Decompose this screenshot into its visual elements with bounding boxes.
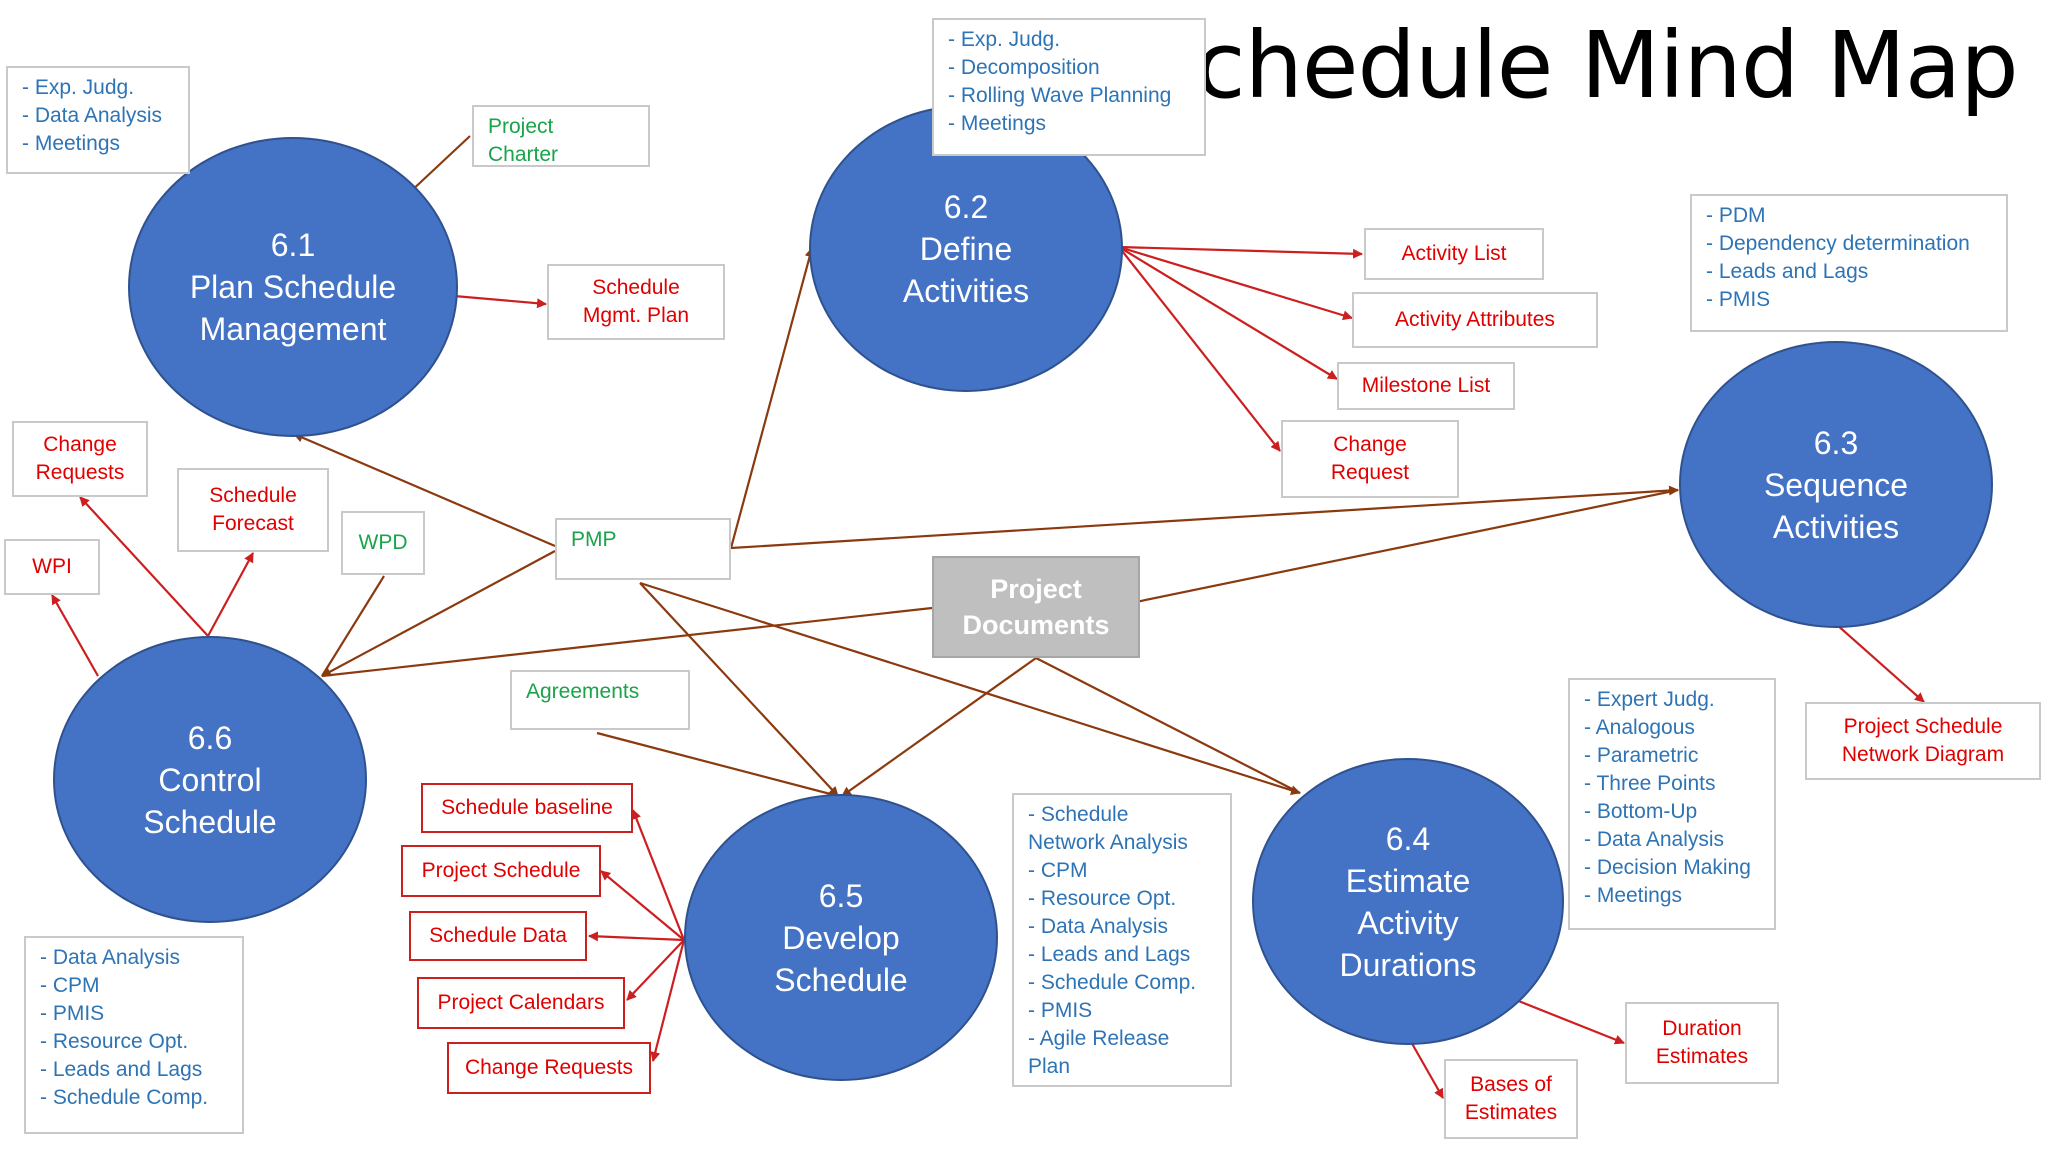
link-6-4-to-duration-estimates bbox=[1515, 998, 1625, 1045]
output-change-requests-6-5: Change Requests bbox=[447, 1042, 651, 1094]
link-pmp-to-6-2 bbox=[729, 247, 815, 549]
output-project-schedule-network-diagram: Project Schedule Network Diagram bbox=[1805, 702, 2041, 780]
process-name: Estimate Activity Durations bbox=[1339, 862, 1477, 983]
link-projdocs-to-6-5 bbox=[841, 657, 1037, 797]
link-projdocs-to-6-3 bbox=[1135, 488, 1679, 604]
tools-6-5: - Schedule Network Analysis - CPM - Reso… bbox=[1012, 793, 1232, 1087]
process-6-6-control-schedule: 6.6 Control Schedule bbox=[53, 636, 367, 923]
tools-6-4: - Expert Judg. - Analogous - Parametric … bbox=[1568, 678, 1776, 930]
process-number: 6.6 bbox=[187, 719, 233, 756]
process-number: 6.4 bbox=[1385, 820, 1431, 857]
output-bases-of-estimates: Bases of Estimates bbox=[1444, 1059, 1578, 1139]
link-6-5-to-project-schedule bbox=[600, 870, 685, 941]
link-projdocs-to-6-4 bbox=[1035, 657, 1301, 794]
link-6-2-to-change-request bbox=[1118, 246, 1281, 452]
output-activity-attributes: Activity Attributes bbox=[1352, 292, 1598, 348]
input-wpd: WPD bbox=[341, 511, 425, 575]
process-name: Sequence Activities bbox=[1763, 466, 1909, 545]
link-6-4-to-bases-of-estimates bbox=[1409, 1039, 1444, 1099]
link-6-5-to-project-calendars bbox=[626, 939, 685, 1001]
output-project-schedule: Project Schedule bbox=[401, 845, 601, 897]
output-milestone-list: Milestone List bbox=[1337, 362, 1515, 410]
link-6-6-to-wpi bbox=[51, 594, 99, 677]
link-charter-to-6-1 bbox=[407, 135, 471, 195]
input-project-documents: Project Documents bbox=[932, 556, 1140, 658]
link-6-1-to-schedule-mgmt-plan bbox=[453, 294, 547, 309]
process-6-4-estimate-activity-durations: 6.4 Estimate Activity Durations bbox=[1252, 758, 1564, 1045]
link-projdocs-to-6-6 bbox=[321, 606, 933, 678]
link-6-2-to-activity-attributes bbox=[1118, 245, 1353, 321]
output-activity-list: Activity List bbox=[1364, 228, 1544, 280]
link-6-2-to-milestone-list bbox=[1118, 246, 1338, 380]
input-pmp: PMP bbox=[555, 518, 731, 580]
link-6-2-to-activity-list bbox=[1118, 245, 1363, 259]
link-6-5-to-change-requests bbox=[650, 939, 686, 1062]
input-project-charter: Project Charter bbox=[472, 105, 650, 167]
process-name: Develop Schedule bbox=[774, 919, 908, 998]
output-change-request: Change Request bbox=[1281, 420, 1459, 498]
process-6-1-plan-schedule-management: 6.1 Plan Schedule Management bbox=[128, 137, 458, 437]
process-6-5-develop-schedule: 6.5 Develop Schedule bbox=[684, 794, 998, 1081]
tools-6-6: - Data Analysis - CPM - PMIS - Resource … bbox=[24, 936, 244, 1134]
process-6-3-sequence-activities: 6.3 Sequence Activities bbox=[1679, 341, 1993, 628]
link-pmp-to-6-5 bbox=[639, 582, 839, 797]
tools-6-3: - PDM - Dependency determination - Leads… bbox=[1690, 194, 2008, 332]
page-title: chedule Mind Map bbox=[1195, 12, 2019, 119]
link-pmp-to-6-3 bbox=[730, 485, 1679, 550]
link-6-6-to-change-requests bbox=[79, 496, 209, 637]
process-number: 6.5 bbox=[818, 877, 864, 914]
tools-6-1: - Exp. Judg. - Data Analysis - Meetings bbox=[6, 66, 190, 174]
process-number: 6.2 bbox=[943, 188, 989, 225]
process-name: Control Schedule bbox=[143, 761, 277, 840]
link-6-5-to-schedule-data bbox=[588, 931, 685, 942]
link-agreements-to-6-5 bbox=[596, 731, 839, 798]
output-duration-estimates: Duration Estimates bbox=[1625, 1002, 1779, 1084]
process-name: Define Activities bbox=[902, 230, 1030, 309]
link-6-3-to-network-diagram bbox=[1835, 623, 1925, 703]
link-6-5-to-schedule-baseline bbox=[631, 809, 686, 941]
tools-6-2: - Exp. Judg. - Decomposition - Rolling W… bbox=[932, 18, 1206, 156]
output-change-requests-6-6: Change Requests bbox=[12, 421, 148, 497]
output-wpi: WPI bbox=[4, 539, 100, 595]
output-schedule-forecast: Schedule Forecast bbox=[177, 468, 329, 552]
output-schedule-mgmt-plan: Schedule Mgmt. Plan bbox=[547, 264, 725, 340]
input-agreements: Agreements bbox=[510, 670, 690, 730]
process-number: 6.1 bbox=[270, 227, 316, 263]
process-name: Plan Schedule Management bbox=[189, 269, 397, 347]
output-project-calendars: Project Calendars bbox=[417, 977, 625, 1029]
process-number: 6.3 bbox=[1813, 424, 1859, 461]
link-wpd-to-6-6 bbox=[321, 575, 385, 677]
link-pmp-to-6-6 bbox=[321, 550, 556, 677]
output-schedule-data: Schedule Data bbox=[409, 911, 587, 961]
link-6-6-to-schedule-forecast bbox=[207, 552, 254, 637]
link-pmp-to-6-4 bbox=[639, 581, 1301, 796]
output-schedule-baseline: Schedule baseline bbox=[421, 783, 633, 833]
link-pmp-to-6-1 bbox=[293, 432, 556, 548]
